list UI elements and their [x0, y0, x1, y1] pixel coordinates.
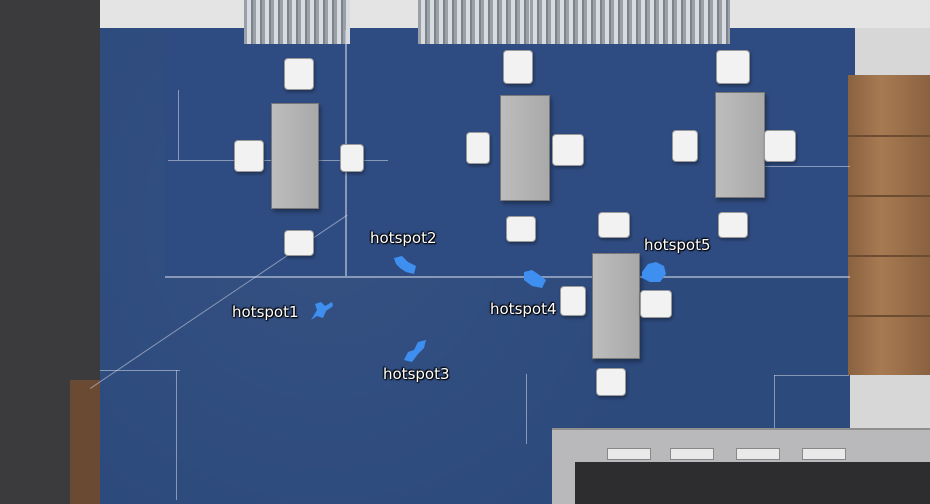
desk	[715, 92, 765, 198]
floor-line	[165, 276, 850, 278]
wood-wall-panel	[848, 75, 930, 375]
floor-line	[176, 370, 177, 500]
floor-line	[774, 375, 849, 376]
hotspot-label-4[interactable]: hotspot4	[490, 300, 557, 318]
wood-door-panel	[70, 380, 105, 504]
chair	[466, 132, 490, 164]
chair	[234, 140, 264, 172]
chair	[503, 50, 533, 84]
vent	[670, 448, 714, 460]
chair	[718, 212, 748, 238]
person-icon[interactable]	[305, 298, 335, 324]
chair	[640, 290, 672, 318]
chair	[560, 286, 586, 316]
curtain-right	[530, 0, 730, 44]
chair	[672, 130, 698, 162]
chair	[598, 212, 630, 238]
chair	[716, 50, 750, 84]
person-icon[interactable]	[518, 266, 548, 292]
hotspot-label-5[interactable]: hotspot5	[644, 236, 711, 254]
chair	[340, 144, 364, 172]
curtain-middle	[418, 0, 530, 44]
hotspot-label-2[interactable]: hotspot2	[370, 229, 437, 247]
hotspot-label-3[interactable]: hotspot3	[383, 365, 450, 383]
desk	[592, 253, 640, 359]
curtain-left	[244, 0, 350, 44]
floor-line	[760, 166, 850, 167]
chair	[284, 58, 314, 90]
hotspot-label-1[interactable]: hotspot1	[232, 303, 299, 321]
chair	[506, 216, 536, 242]
floor-line	[526, 374, 527, 444]
desk	[271, 103, 319, 209]
vent	[607, 448, 651, 460]
person-icon[interactable]	[390, 252, 420, 278]
floor-line	[100, 370, 180, 371]
vent	[802, 448, 846, 460]
person-icon[interactable]	[638, 258, 668, 284]
chair	[596, 368, 626, 396]
person-icon[interactable]	[400, 338, 430, 364]
floor-line	[178, 90, 179, 160]
floor-line	[774, 375, 775, 445]
chair	[764, 130, 796, 162]
desk	[500, 95, 550, 201]
counter-top	[575, 462, 930, 504]
vent	[736, 448, 780, 460]
chair	[284, 230, 314, 256]
chair	[552, 134, 584, 166]
